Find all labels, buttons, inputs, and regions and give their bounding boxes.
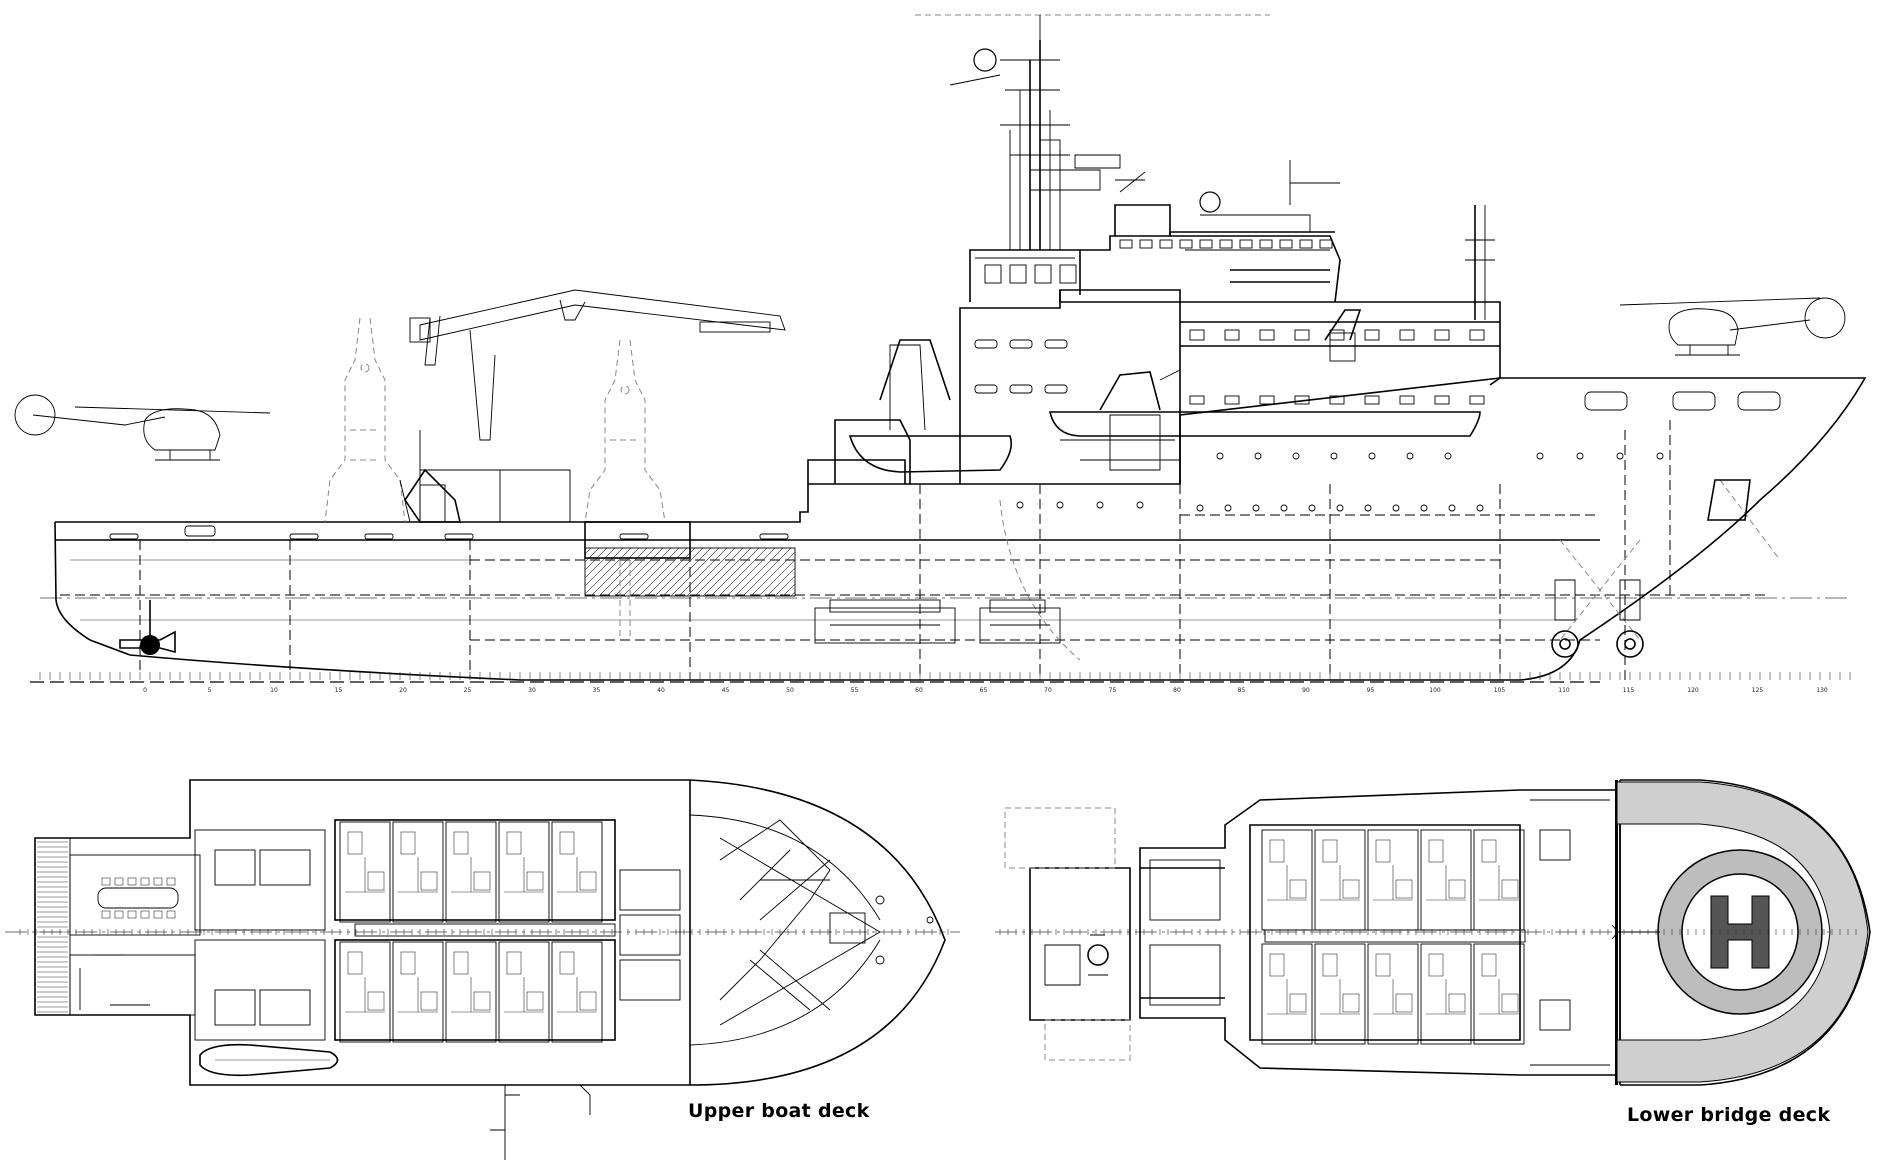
- cabin-block: [1261, 829, 1525, 1045]
- frame-number: 30: [528, 687, 536, 694]
- frame-number: 105: [1494, 687, 1506, 694]
- helideck-h-icon: [1611, 779, 1871, 1086]
- superstructure-windows: [974, 239, 1485, 405]
- frame-number: 50: [786, 687, 794, 694]
- frame-numbers: 0 5 10 15 20 25 30 35 40 45 50 55 60 65 70 75 80 85 90 95 10…: [143, 687, 1828, 694]
- upper-boat-deck-caption: Upper boat deck: [688, 1100, 870, 1122]
- hatched-area: [584, 521, 796, 597]
- frame-number: 95: [1367, 687, 1375, 694]
- helicopter-icon: [14, 394, 271, 461]
- lower-bridge-deck-plan: [995, 779, 1871, 1086]
- frame-number: 115: [1623, 687, 1635, 694]
- lower-bridge-deck-caption: Lower bridge deck: [1627, 1104, 1831, 1126]
- upper-boat-deck-plan: [5, 779, 960, 1160]
- frame-number: 40: [657, 687, 665, 694]
- frame-number: 120: [1687, 687, 1699, 694]
- frame-number: 25: [464, 687, 472, 694]
- frame-number: 70: [1044, 687, 1052, 694]
- frame-number: 125: [1752, 687, 1764, 694]
- frame-number: 85: [1238, 687, 1246, 694]
- bulkheads: [60, 420, 1781, 680]
- frame-ticks: [19, 929, 949, 935]
- frame-number: 65: [980, 687, 988, 694]
- frame-number: 35: [593, 687, 601, 694]
- superstructure: [807, 204, 1501, 484]
- side-profile-view: 0 5 10 15 20 25 30 35 40 45 50 55 60 65 70 75 80 85 90 95 10…: [14, 14, 1867, 694]
- frame-number: 80: [1173, 687, 1181, 694]
- frame-number: 110: [1558, 687, 1570, 694]
- frame-number: 75: [1109, 687, 1117, 694]
- propeller-icon: [119, 579, 1644, 658]
- hull-outline: [54, 377, 1867, 681]
- frame-number: 130: [1816, 687, 1828, 694]
- frame-ticks: [39, 672, 1851, 680]
- main-mast: [949, 15, 1495, 320]
- engine-room-machinery: [814, 599, 1061, 644]
- frame-number: 90: [1302, 687, 1310, 694]
- portholes: [1016, 452, 1664, 512]
- frame-number: 20: [399, 687, 407, 694]
- frame-number: 55: [851, 687, 859, 694]
- frame-number: 45: [722, 687, 730, 694]
- frame-number: 100: [1429, 687, 1441, 694]
- frame-ticks: [999, 929, 1857, 935]
- crane-icon: [324, 289, 786, 640]
- frame-number: 60: [915, 687, 923, 694]
- cabin-block: [339, 821, 603, 1043]
- frame-number: 5: [208, 687, 212, 694]
- frame-number: 0: [143, 687, 147, 694]
- frame-number: 10: [270, 687, 278, 694]
- frame-number: 15: [335, 687, 343, 694]
- helicopter-icon: [1619, 297, 1846, 356]
- lifeboat-icon: [848, 309, 1481, 473]
- hull-hatches: [109, 391, 1781, 540]
